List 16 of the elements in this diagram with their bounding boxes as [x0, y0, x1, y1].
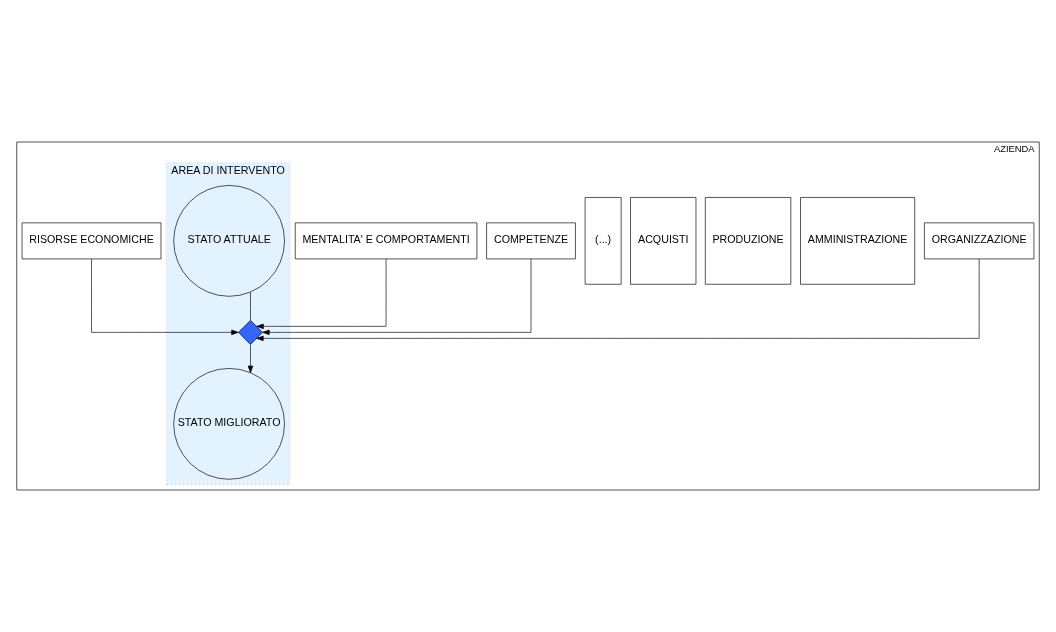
node-box: PRODUZIONE — [705, 197, 792, 285]
node-box: ACQUISTI — [630, 197, 697, 285]
arrow — [247, 344, 254, 374]
arrow — [256, 258, 387, 330]
node-box: MENTALITA' E COMPORTAMENTI — [294, 222, 478, 260]
arrow — [91, 258, 239, 336]
node-box: ORGANIZZAZIONE — [924, 222, 1035, 260]
arrow — [262, 258, 532, 336]
node-box: RISORSE ECONOMICHE — [21, 222, 162, 260]
node-circle: STATO MIGLIORATO — [173, 368, 285, 480]
node-box: AMMINISTRAZIONE — [800, 197, 916, 285]
node-circle: STATO ATTUALE — [173, 185, 285, 297]
connector — [250, 291, 251, 321]
arrow — [256, 258, 980, 342]
node-box: (...) — [584, 197, 622, 285]
node-box: COMPETENZE — [486, 222, 576, 260]
